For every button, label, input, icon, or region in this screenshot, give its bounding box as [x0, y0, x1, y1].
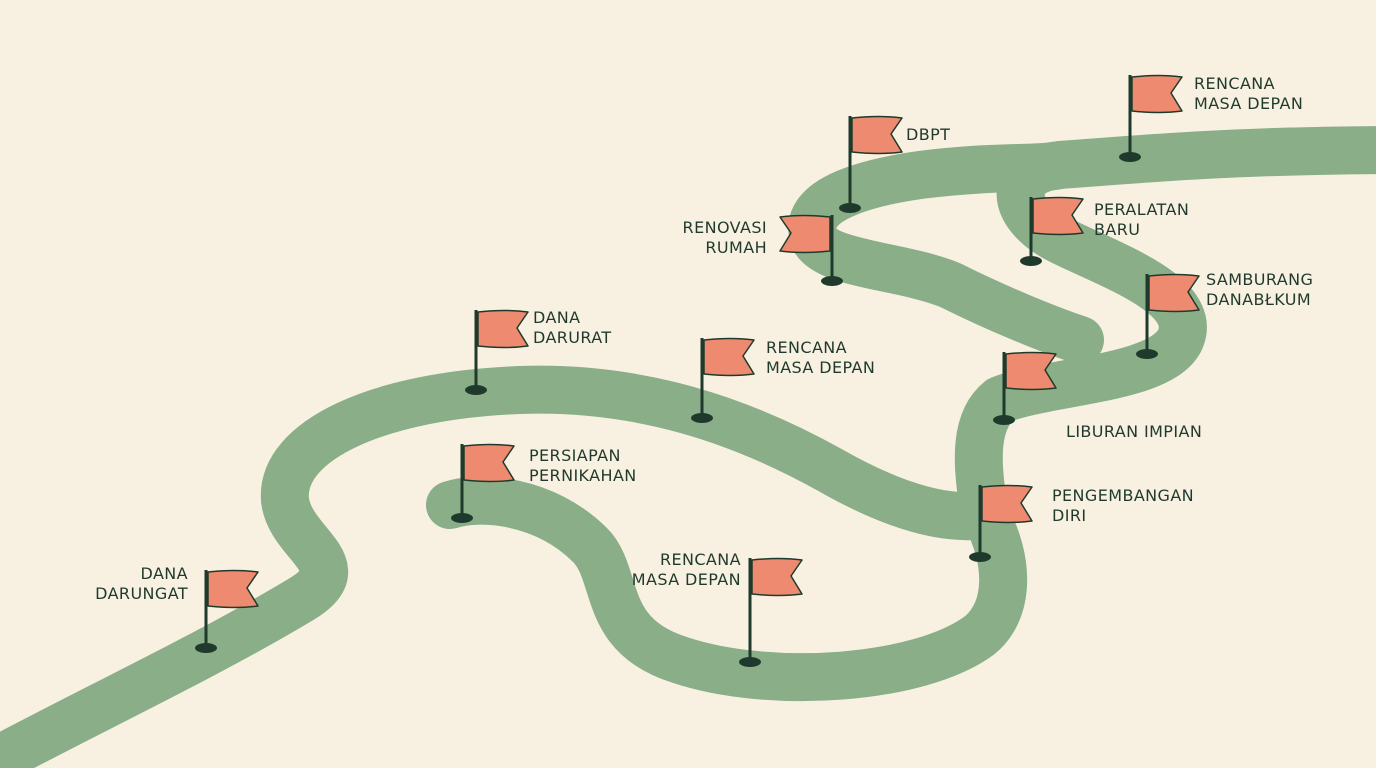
- milestone-flag-7: [839, 115, 903, 213]
- milestone-label-line: DANABŁKUM: [1206, 290, 1312, 309]
- flag-icon: [1032, 196, 1084, 236]
- flag-icon: [851, 115, 903, 155]
- flag-icon: [463, 443, 515, 483]
- milestone-label-7: DBPT: [906, 125, 950, 145]
- road-segment-2: [426, 476, 1028, 702]
- milestone-flag-8: [969, 484, 1033, 562]
- milestone-label-line: PENGEMBANGAN: [1052, 486, 1195, 505]
- milestone-label-line: LIBURAN IMPIAN: [1066, 422, 1203, 441]
- milestone-flag-6: [779, 214, 843, 286]
- milestone-label-line: RENCANA: [659, 550, 741, 569]
- milestone-label-line: DANA: [533, 308, 581, 327]
- flag-icon: [779, 214, 831, 254]
- flag-icon: [1005, 351, 1057, 391]
- milestone-label-line: MASA DEPAN: [1194, 94, 1304, 113]
- milestone-label-line: MASA DEPAN: [631, 570, 741, 589]
- milestone-label-line: DARURAT: [533, 328, 612, 347]
- milestone-flag-4: [691, 337, 755, 423]
- milestone-flag-2: [465, 309, 529, 395]
- milestone-flag-10: [1136, 273, 1200, 359]
- milestone-flag-11: [1020, 196, 1084, 266]
- milestone-flag-5: [739, 557, 803, 667]
- milestone-label-line: DBPT: [906, 125, 951, 144]
- milestone-label-line: DARUNGAT: [95, 584, 188, 603]
- milestone-label-line: DANA: [140, 564, 188, 583]
- flag-icon: [751, 557, 803, 597]
- milestone-label-9: LIBURAN IMPIAN: [1066, 422, 1202, 442]
- flag-icon: [1131, 74, 1183, 114]
- milestone-flag-9: [993, 351, 1057, 425]
- milestone-label-line: MASA DEPAN: [766, 358, 876, 377]
- milestone-label-line: PERSIAPAN: [529, 446, 621, 465]
- milestone-label-line: RENCANA: [766, 338, 848, 357]
- milestone-label-line: RUMAH: [705, 238, 767, 257]
- milestone-label-line: PERALATAN: [1094, 200, 1190, 219]
- flag-icon: [981, 484, 1033, 524]
- milestone-label-line: RENCANA: [1194, 74, 1276, 93]
- milestone-flag-3: [451, 443, 515, 523]
- flag-icon: [703, 337, 755, 377]
- flag-icon: [207, 569, 259, 609]
- milestone-label-line: DIRI: [1052, 506, 1087, 525]
- road-segment-3: [954, 126, 1376, 539]
- milestone-flag-1: [195, 569, 259, 653]
- milestone-label-line: PERNIKAHAN: [529, 466, 637, 485]
- milestone-flag-12: [1119, 74, 1183, 162]
- milestone-label-line: SAMBURANG: [1206, 270, 1314, 289]
- milestone-label-line: BARU: [1094, 220, 1141, 239]
- flag-icon: [477, 309, 529, 349]
- flag-icon: [1148, 273, 1200, 313]
- milestone-label-line: RENOVASI: [682, 218, 767, 237]
